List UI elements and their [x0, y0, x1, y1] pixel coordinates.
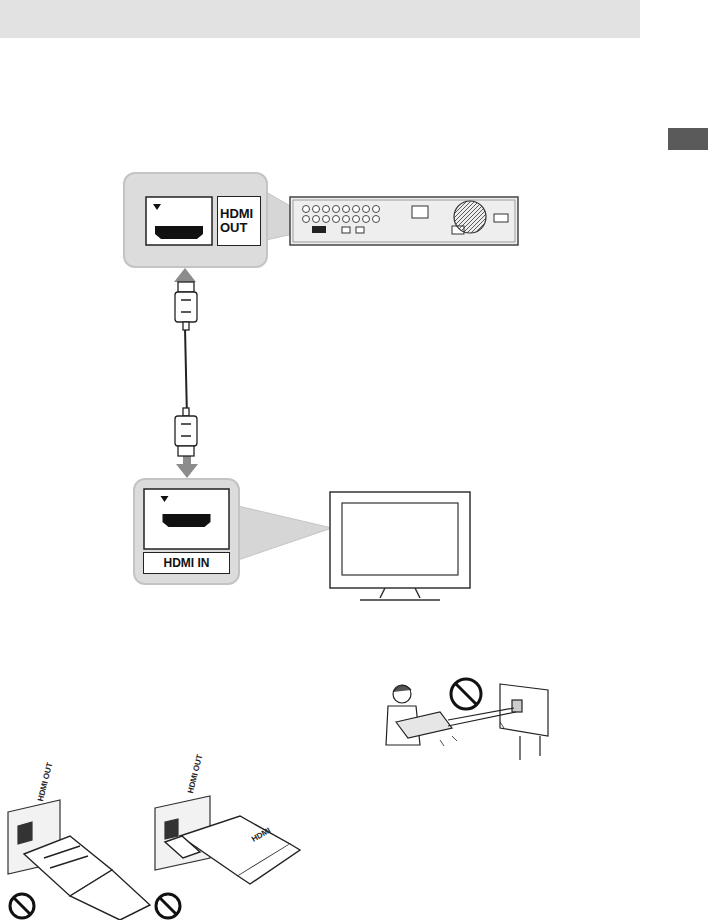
hdmi-plug — [175, 282, 197, 330]
hdmi-plug — [175, 408, 197, 456]
hdmi-port — [145, 196, 213, 246]
cable-warning-figure — [386, 684, 548, 760]
prohibition-sign — [451, 679, 481, 709]
header-bar — [0, 0, 640, 38]
tv-set — [330, 492, 470, 600]
player-rear-panel — [290, 197, 518, 245]
port-label: HDMI OUT — [220, 207, 258, 234]
port-label-box: HDMI IN — [143, 552, 230, 574]
hdmi-in-callout: HDMI IN — [133, 478, 240, 585]
port-label: HDMI IN — [164, 557, 210, 570]
prohibition-sign — [10, 894, 180, 918]
port-label-box: HDMI OUT — [217, 196, 261, 246]
hdmi-cable — [174, 268, 198, 478]
hdmi-plug — [24, 816, 300, 920]
hdmi-out-callout: HDMI OUT — [123, 172, 268, 268]
port-marking: HDMI OUT — [36, 762, 54, 803]
callout-wedge — [238, 506, 332, 560]
section-tab — [668, 128, 708, 150]
port-marking: HDMI — [250, 826, 272, 844]
port-marking: HDMI OUT — [186, 754, 204, 795]
hdmi-port — [143, 488, 230, 550]
